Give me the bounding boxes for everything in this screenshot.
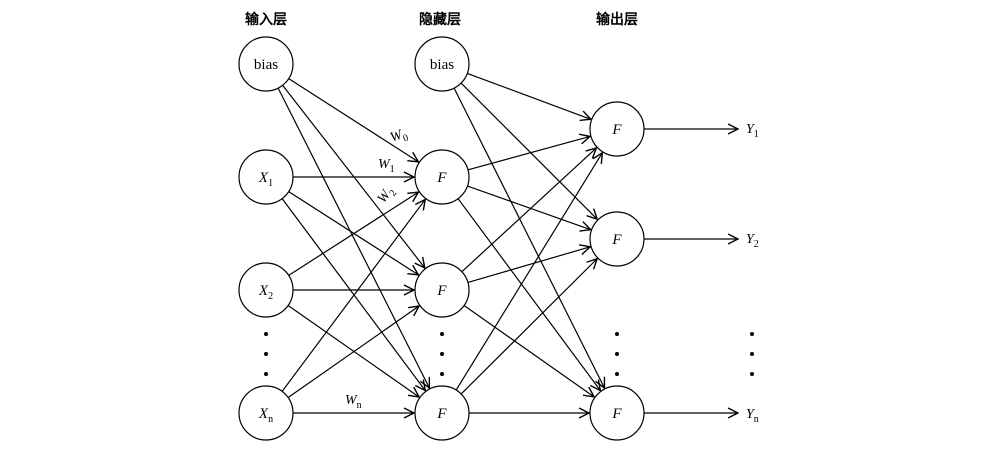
edge-hid-f1-to-out-f2	[467, 185, 590, 230]
node-circle	[589, 385, 645, 441]
node-in-x2: X2	[238, 262, 294, 318]
output-ellipsis-dot	[615, 352, 619, 356]
edge-hid-f2-to-out-fn	[463, 305, 594, 397]
node-circle	[238, 262, 294, 318]
edge-hid-f2-to-out-f2	[467, 247, 590, 284]
hidden-layer-title: 隐藏层	[419, 11, 461, 28]
node-label: bias	[254, 57, 278, 73]
node-label: F	[611, 122, 622, 138]
output-ellipsis-dot	[615, 332, 619, 336]
ellipsis-dots	[264, 332, 754, 376]
edge-hid-f2-to-out-f1	[461, 148, 597, 273]
output-arrows	[644, 129, 738, 413]
node-circle	[414, 385, 470, 441]
edge-in-x2-to-hid-f1	[288, 192, 419, 276]
output-label-ellipsis-dot	[750, 372, 754, 376]
node-label: X1	[258, 170, 273, 189]
edge-in-xn-to-hid-f2	[287, 306, 419, 399]
node-out-fn: F	[589, 385, 645, 441]
node-circle	[589, 211, 645, 267]
weight-labels: W0 W1 W2 Wn	[345, 127, 410, 411]
node-label: F	[436, 170, 447, 186]
output-label-ellipsis-dot	[750, 332, 754, 336]
node-label: F	[611, 232, 622, 248]
hidden-ellipsis-dot	[440, 332, 444, 336]
edge-hid-f1-to-out-fn	[457, 198, 600, 391]
edge-hid-bias-to-out-fn	[453, 87, 604, 388]
node-label: Xn	[258, 406, 273, 425]
node-circle	[414, 262, 470, 318]
node-circle	[414, 36, 470, 92]
input-ellipsis-dot	[264, 352, 268, 356]
output-label-ellipsis-dot	[750, 352, 754, 356]
node-hid-bias: bias	[414, 36, 470, 92]
node-hid-fn: F	[414, 385, 470, 441]
node-circle	[589, 101, 645, 157]
edge-hid-fn-to-out-f2	[460, 259, 597, 395]
node-out-f1: F	[589, 101, 645, 157]
output-ellipsis-dot	[615, 372, 619, 376]
output-labels: Y1 Y2 Yn	[746, 122, 759, 425]
output-layer-title: 输出层	[596, 11, 638, 28]
edge-hid-fn-to-out-f1	[455, 153, 602, 391]
edge-hid-f1-to-out-f1	[467, 136, 590, 171]
output-label-yn: Yn	[746, 407, 759, 425]
input-layer-title: 输入层	[245, 11, 287, 28]
weight-w2: W2	[375, 184, 399, 208]
weight-wn: Wn	[345, 393, 362, 411]
node-out-f2: F	[589, 211, 645, 267]
output-label-y1: Y1	[746, 122, 759, 140]
edge-in-bias-to-hid-f1	[288, 78, 419, 162]
output-label-y2: Y2	[746, 232, 759, 250]
node-hid-f2: F	[414, 262, 470, 318]
node-circle	[238, 385, 294, 441]
node-circle	[414, 149, 470, 205]
node-hid-f1: F	[414, 149, 470, 205]
edge-hid-bias-to-out-f1	[467, 72, 590, 119]
hidden-ellipsis-dot	[440, 372, 444, 376]
node-in-x1: X1	[238, 149, 294, 205]
connections	[277, 72, 604, 413]
node-label: F	[436, 406, 447, 422]
node-circle	[238, 149, 294, 205]
weight-w1: W1	[378, 157, 395, 175]
node-label: F	[436, 283, 447, 299]
edge-in-bias-to-hid-fn	[277, 87, 429, 388]
edge-in-xn-to-hid-f1	[281, 199, 425, 392]
node-in-xn: Xn	[238, 385, 294, 441]
hidden-ellipsis-dot	[440, 352, 444, 356]
input-ellipsis-dot	[264, 372, 268, 376]
node-in-bias: bias	[238, 36, 294, 92]
node-label: X2	[258, 283, 273, 302]
node-circle	[238, 36, 294, 92]
node-label: F	[611, 406, 622, 422]
node-label: bias	[430, 57, 454, 73]
edge-hid-bias-to-out-f2	[460, 82, 597, 219]
input-ellipsis-dot	[264, 332, 268, 336]
